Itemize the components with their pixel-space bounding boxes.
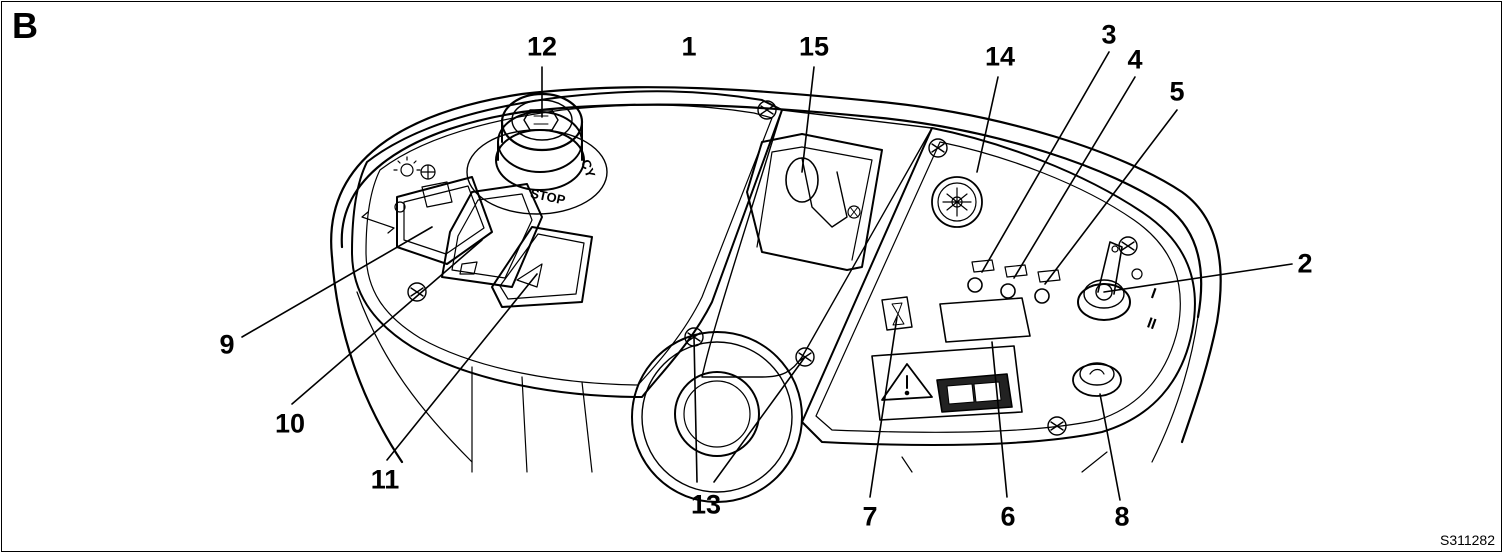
- key-position-1: I: [1149, 285, 1159, 302]
- switch-10: [441, 183, 543, 288]
- right-panel: [801, 127, 1196, 446]
- light-fan-icon: [393, 156, 436, 180]
- callout-9: 9: [219, 329, 235, 360]
- indicator-4: [1000, 264, 1028, 299]
- emergency-stop-icon: STOP CY: [466, 92, 608, 215]
- callout-11: 11: [370, 464, 400, 495]
- warning-label: [871, 345, 1023, 421]
- center-column: [631, 109, 933, 503]
- screw-icon: [1047, 416, 1067, 436]
- callout-5: 5: [1169, 76, 1185, 107]
- housing-outline: [330, 86, 1222, 473]
- callout-14: 14: [984, 41, 1016, 72]
- callout-6: 6: [1000, 501, 1016, 532]
- callout-1: 1: [681, 31, 697, 62]
- display-6: [939, 297, 1031, 343]
- indicator-3: [967, 259, 995, 293]
- socket-8: [1072, 362, 1122, 397]
- callout-15: 15: [798, 31, 830, 62]
- callout-8: 8: [1114, 501, 1130, 532]
- stop-label: STOP: [529, 186, 567, 208]
- screw-icon: [928, 138, 948, 158]
- callout-7: 7: [862, 501, 878, 532]
- panel-letter: B: [12, 5, 38, 46]
- horn-icon: [931, 176, 983, 228]
- screw-icon: [407, 282, 427, 302]
- reference-code: S311282: [1439, 532, 1495, 548]
- callout-12: 12: [526, 31, 558, 62]
- key-position-2: II: [1145, 314, 1159, 333]
- switch-9: [396, 176, 493, 265]
- hourglass-icon: [881, 296, 913, 331]
- left-panel: [351, 90, 783, 398]
- callout-3: 3: [1101, 19, 1117, 50]
- callout-2: 2: [1297, 248, 1313, 279]
- rocker-switches: [361, 156, 593, 308]
- manual-book-icon: [936, 373, 1013, 413]
- stop-ring-label: CY: [578, 157, 598, 179]
- switch-11: [491, 226, 593, 308]
- indicator-lights: [967, 259, 1061, 304]
- callout-4: 4: [1127, 44, 1143, 75]
- indicator-5: [1034, 269, 1061, 304]
- key-switch-icon: I II: [1077, 241, 1159, 333]
- warning-triangle-icon: [881, 363, 933, 401]
- callout-13: 13: [690, 489, 722, 520]
- callout-10: 10: [274, 408, 306, 439]
- screws: [407, 100, 1138, 436]
- leader-lines: [241, 51, 1293, 501]
- screw-icon: [757, 100, 777, 120]
